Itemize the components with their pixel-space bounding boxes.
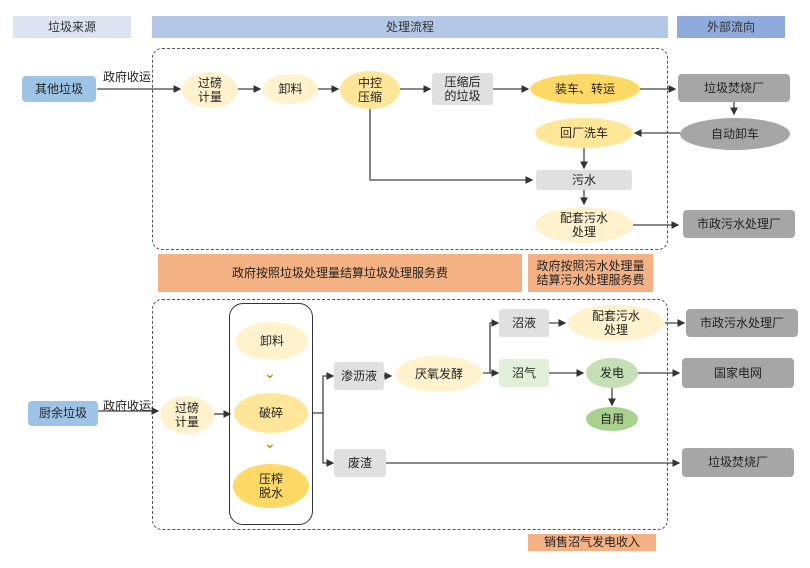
node-unload-bottom: 卸料	[236, 322, 308, 360]
node-unload-top: 卸料	[263, 74, 318, 104]
arrow-group-leachate	[313, 372, 335, 414]
chevron-down-icon: ⌄	[264, 366, 276, 382]
node-crush: 破碎	[234, 393, 308, 433]
node-sewage: 污水	[536, 170, 632, 190]
node-anaerobic: 厌氧发酵	[396, 356, 482, 392]
ext-municipal-top: 市政污水处理厂	[683, 210, 795, 238]
arrow-group-residue	[322, 413, 335, 467]
chevron-down-icon: ⌄	[264, 436, 276, 452]
node-self-use: 自用	[586, 407, 638, 431]
node-weigh-bottom: 过磅 计量	[160, 396, 214, 434]
ext-incinerator-top: 垃圾焚烧厂	[678, 74, 790, 102]
node-residue: 废渣	[334, 449, 386, 477]
node-wash: 回厂洗车	[535, 118, 633, 148]
ext-municipal-bottom: 市政污水处理厂	[686, 309, 798, 337]
fee-sewage: 政府按照污水处理量 结算污水处理服务费	[528, 254, 653, 292]
node-sewage-treat-bottom: 配套污水 处理	[568, 305, 664, 341]
node-load-transport: 装车、转运	[530, 74, 640, 104]
ext-grid: 国家电网	[682, 358, 794, 388]
fee-garbage: 政府按照垃圾处理量结算垃圾处理服务费	[158, 254, 522, 292]
collect-label-top: 政府收运	[103, 70, 152, 84]
node-compress: 中控 压缩	[340, 71, 400, 109]
header-external: 外部流向	[677, 16, 785, 38]
node-biogas-liquid: 沼液	[499, 309, 549, 337]
fee-biogas-income: 销售沼气发电收入	[528, 534, 656, 551]
source-other-waste: 其他垃圾	[22, 76, 96, 102]
header-process: 处理流程	[152, 16, 668, 38]
node-sewage-treat-top: 配套污水 处理	[535, 207, 633, 243]
arrow-compress-sewage	[369, 106, 534, 184]
node-biogas: 沼气	[499, 359, 549, 387]
collect-label-bottom: 政府收运	[103, 399, 152, 413]
ext-auto-unload: 自动卸车	[680, 118, 790, 150]
node-weigh-top: 过磅 计量	[182, 72, 238, 108]
node-press-dewater: 压榨 脱水	[233, 464, 309, 508]
arrow-anaerobic-biogasliquid	[483, 319, 500, 374]
node-compressed-waste: 压缩后 的垃圾	[432, 73, 493, 105]
ext-incinerator-bottom: 垃圾焚烧厂	[682, 448, 794, 477]
node-leachate: 渗沥液	[334, 362, 384, 390]
top-process-boundary	[152, 48, 668, 250]
header-source: 垃圾来源	[13, 16, 131, 38]
node-power: 发电	[586, 358, 638, 388]
source-kitchen-waste: 厨余垃圾	[28, 401, 98, 426]
